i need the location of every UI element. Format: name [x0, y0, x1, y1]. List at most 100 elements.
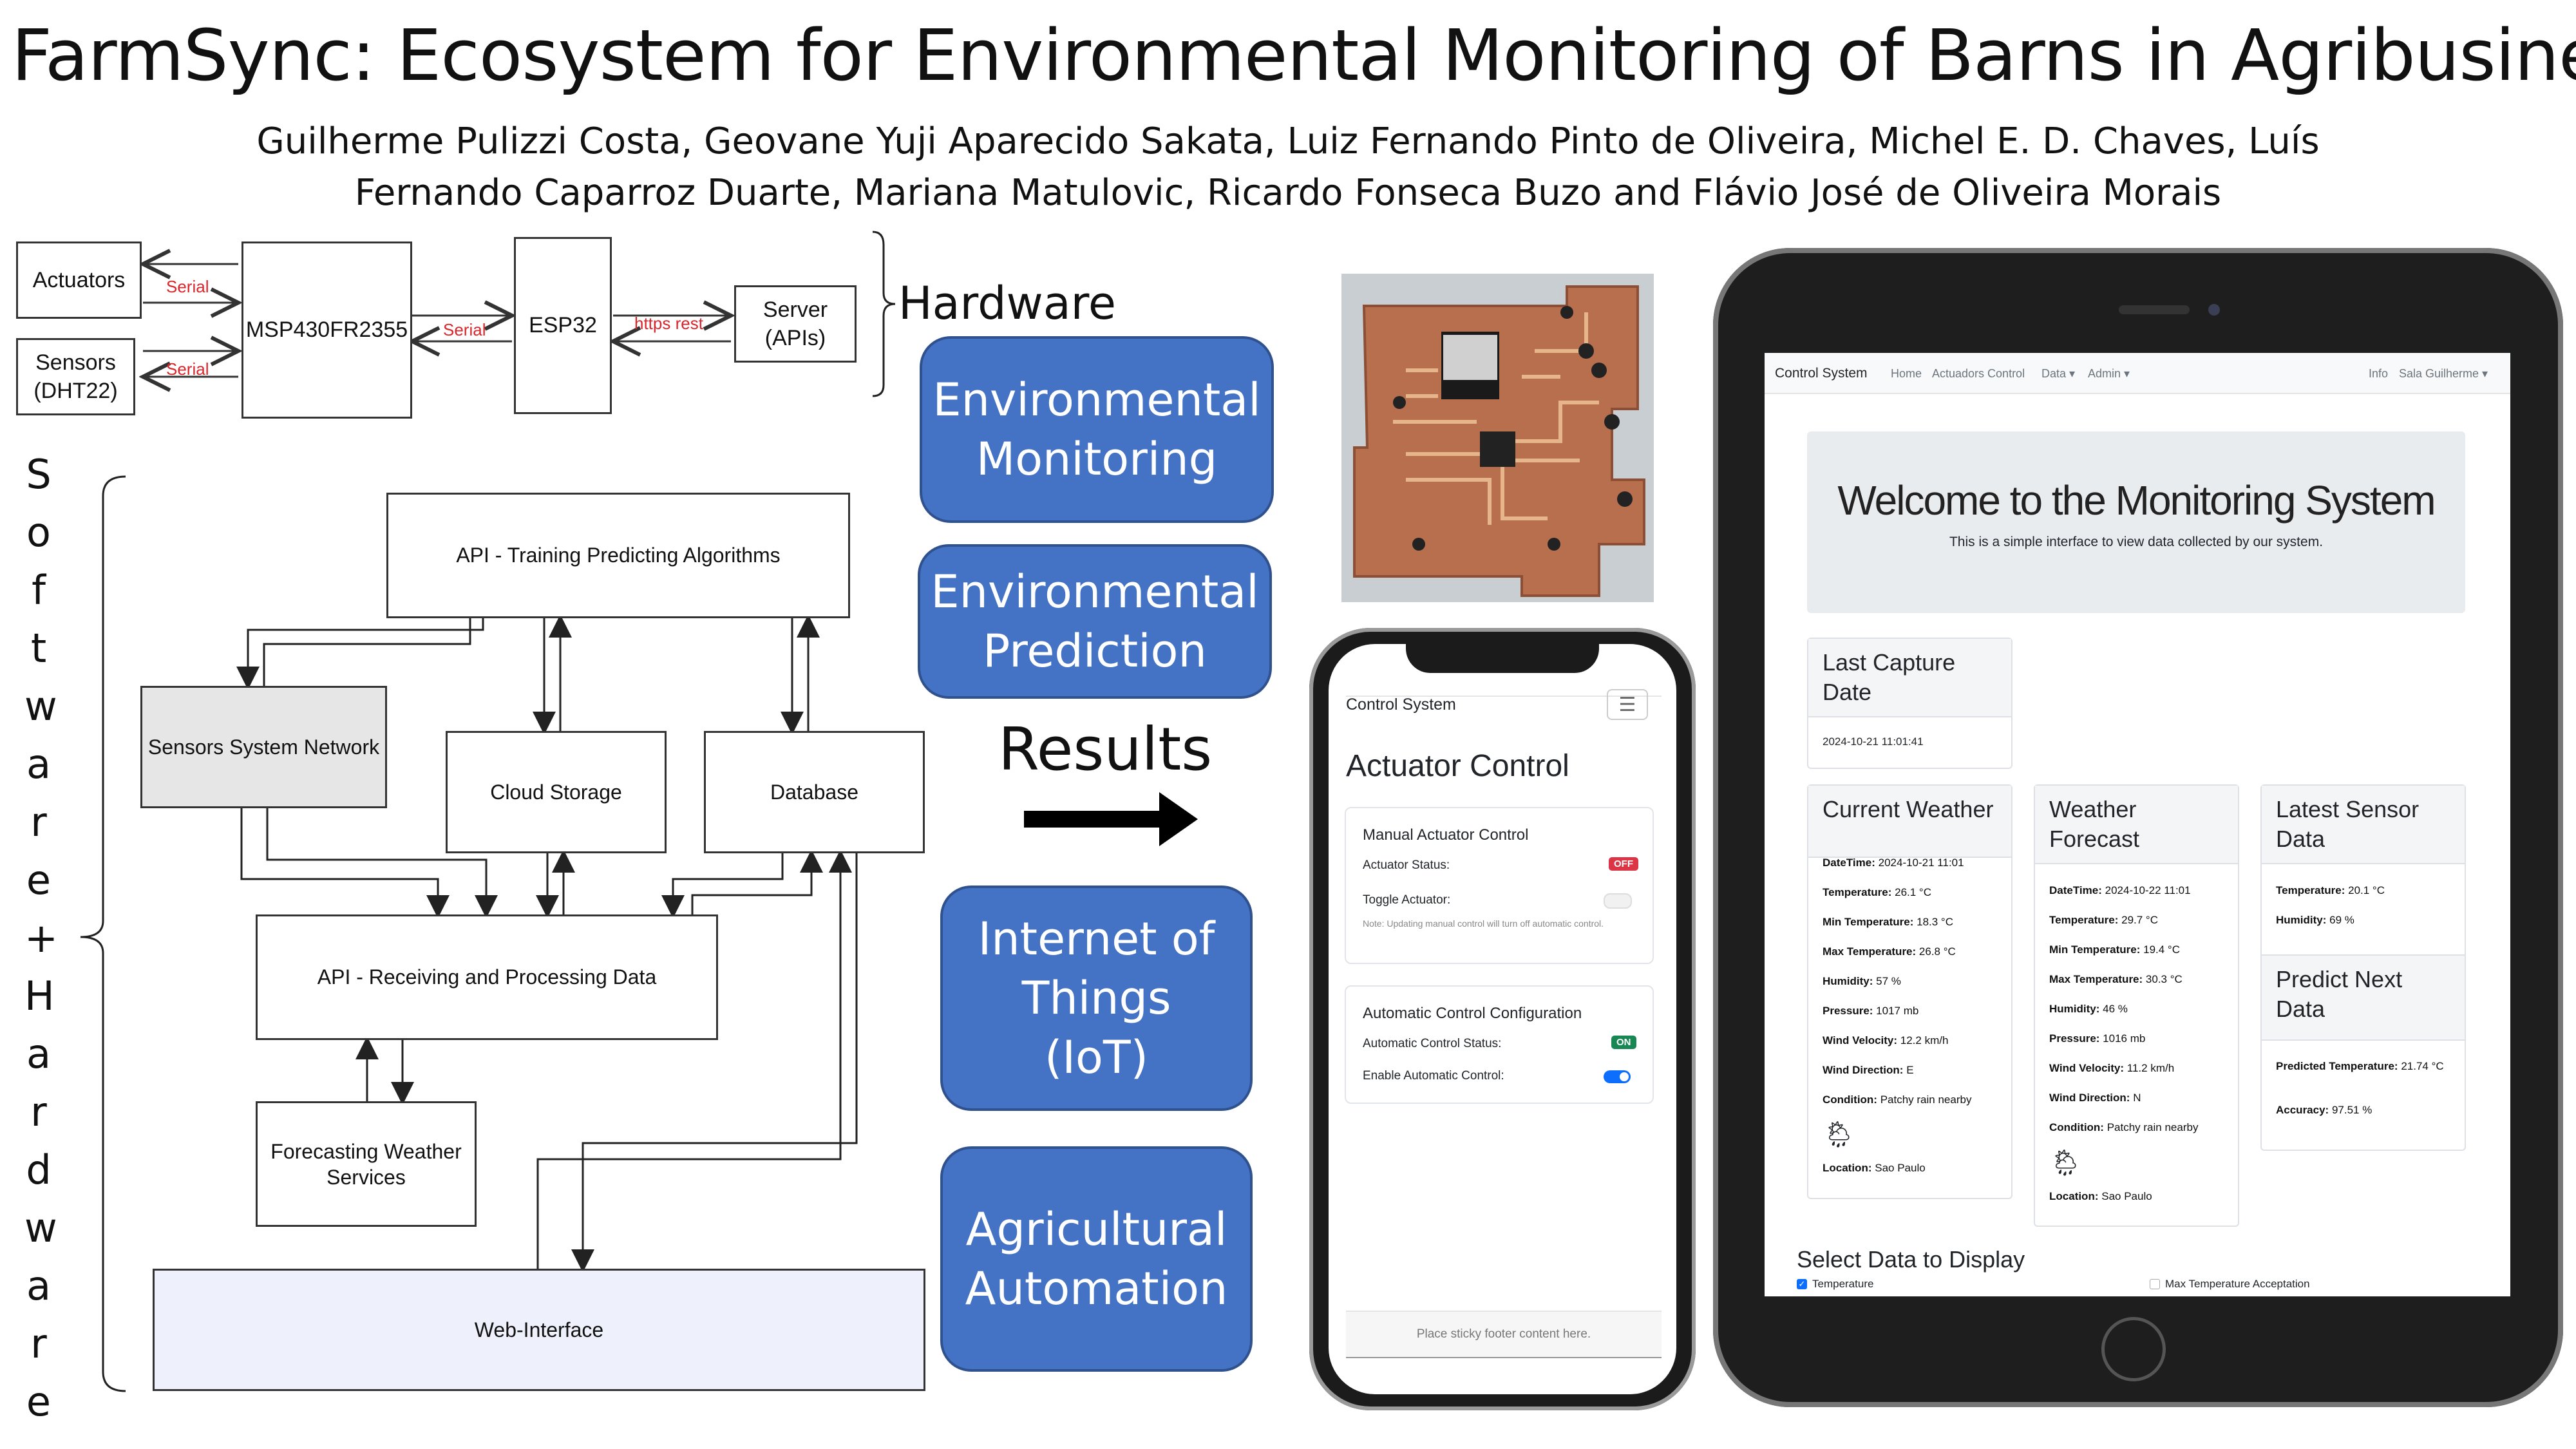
- side-letter: e: [26, 857, 52, 904]
- row-label: Temperature:: [1823, 886, 1892, 898]
- row-value: 2024-10-21 11:01: [1878, 857, 1964, 869]
- tablet-brand[interactable]: Control System: [1775, 366, 1868, 381]
- side-letter: +: [24, 914, 58, 961]
- side-letter: r: [30, 799, 47, 846]
- actuators-label: Actuators: [32, 267, 126, 292]
- auto-card-title: Automatic Control Configuration: [1363, 1005, 1582, 1022]
- training-api-box: API - Training Predicting Algorithms: [386, 493, 850, 618]
- side-letter: S: [26, 451, 52, 498]
- cloud-storage-box: Cloud Storage: [446, 731, 667, 853]
- row-value: 57 %: [1876, 975, 1901, 987]
- nav-home[interactable]: Home: [1891, 367, 1922, 380]
- row-label: Pressure:: [2049, 1032, 2100, 1045]
- server-label: Server (APIs): [762, 298, 828, 350]
- side-letter: a: [26, 741, 51, 788]
- nav-user-dropdown[interactable]: Sala Guilherme ▾: [2399, 367, 2488, 380]
- forecast-row: Pressure: 1016 mb: [2049, 1032, 2145, 1045]
- hero-subtitle: This is a simple interface to view data …: [1949, 535, 2324, 549]
- side-letter: t: [30, 625, 47, 672]
- manual-note: Note: Updating manual control will turn …: [1363, 918, 1604, 929]
- sensors-label: Sensors (DHT22): [33, 350, 118, 403]
- pill-agricultural-automation: Agricultural Automation: [940, 1146, 1253, 1372]
- predict-header: [2262, 954, 2465, 1041]
- forecasting-box: Forecasting Weather Services: [256, 1101, 477, 1227]
- pill-environmental-monitoring: Environmental Monitoring: [920, 336, 1274, 523]
- manual-card-title: Manual Actuator Control: [1363, 826, 1529, 844]
- forecast-location: Location: Sao Paulo: [2049, 1190, 2152, 1203]
- row-value: Patchy rain nearby: [1880, 1094, 1972, 1106]
- poster-title: FarmSync: Ecosystem for Environmental Mo…: [11, 14, 2576, 97]
- side-letter: f: [32, 567, 46, 614]
- enable-auto-label: Enable Automatic Control:: [1363, 1069, 1504, 1083]
- hero-jumbotron: [1807, 431, 2465, 613]
- row-value: 18.3 °C: [1917, 916, 1953, 928]
- sensors-box: Sensors (DHT22): [16, 338, 135, 415]
- row-value: Patchy rain nearby: [2107, 1121, 2199, 1133]
- web-interface-label: Web-Interface: [474, 1318, 604, 1341]
- esp32-label: ESP32: [529, 313, 597, 337]
- last-capture-card: Last Capture Date 2024-10-21 11:01:41: [1807, 638, 2012, 769]
- phone-brand[interactable]: Control System: [1346, 696, 1456, 714]
- tablet-home-button[interactable]: [2101, 1317, 2166, 1381]
- auto-status-badge: ON: [1611, 1036, 1636, 1049]
- https-rest-label: https rest: [634, 314, 703, 333]
- sensors-network-label: Sensors System Network: [147, 735, 380, 759]
- current-weather-header: [1808, 786, 2011, 858]
- row-label: Accuracy:: [2276, 1104, 2329, 1116]
- row-label: Temperature:: [2276, 884, 2345, 896]
- row-label: Max Temperature:: [1823, 945, 1917, 958]
- row-label: Condition:: [1823, 1094, 1877, 1106]
- row-label: Min Temperature:: [1823, 916, 1914, 928]
- forecast-row: Wind Direction: N: [2049, 1092, 2141, 1104]
- max-temp-checkbox[interactable]: [2150, 1279, 2160, 1289]
- side-letter: a: [26, 1262, 51, 1309]
- tablet-camera: [2208, 304, 2220, 316]
- row-value: Sao Paulo: [2101, 1190, 2152, 1202]
- nav-data-dropdown[interactable]: Data ▾: [2041, 367, 2076, 380]
- predict-title: Predict Next Data: [2276, 966, 2403, 1022]
- side-letter: w: [24, 1204, 57, 1251]
- current-row: Pressure: 1017 mb: [1823, 1005, 1918, 1018]
- pill-iot: Internet of Things (IoT): [940, 886, 1253, 1111]
- last-capture-value: 2024-10-21 11:01:41: [1823, 735, 1924, 748]
- row-label: Humidity:: [2049, 1003, 2100, 1015]
- nav-info[interactable]: Info: [2369, 367, 2389, 380]
- row-label: Min Temperature:: [2049, 943, 2141, 956]
- actuators-box: Actuators: [16, 242, 142, 319]
- current-weather-card: Current Weather DateTime: 2024-10-21 11:…: [1807, 784, 2012, 1199]
- row-label: DateTime:: [1823, 857, 1875, 869]
- row-value: 69 %: [2329, 914, 2354, 926]
- serial-label-3: Serial: [443, 320, 486, 339]
- current-row: Wind Velocity: 12.2 km/h: [1823, 1034, 1948, 1047]
- phone-notch: [1406, 641, 1599, 673]
- nav-actuadors-control[interactable]: Actuadors Control: [1932, 367, 2025, 380]
- side-letter: r: [30, 1088, 47, 1135]
- row-label: Location:: [1823, 1162, 1872, 1174]
- row-label: DateTime:: [2049, 884, 2102, 896]
- pcb-photo: [1341, 274, 1654, 602]
- toggle-actuator-switch[interactable]: [1604, 893, 1632, 909]
- esp32-box: ESP32: [514, 237, 612, 414]
- nav-admin-dropdown[interactable]: Admin ▾: [2088, 367, 2130, 380]
- row-value: 19.4 °C: [2143, 943, 2180, 956]
- enable-auto-switch[interactable]: [1604, 1070, 1631, 1083]
- toggle-actuator-label: Toggle Actuator:: [1363, 893, 1451, 907]
- row-value: 26.1 °C: [1895, 886, 1932, 898]
- row-label: Wind Velocity:: [2049, 1062, 2125, 1074]
- row-label: Wind Direction:: [2049, 1092, 2130, 1104]
- predict-row: Predicted Temperature: 21.74 °C: [2276, 1057, 2450, 1075]
- temperature-checkbox[interactable]: ✓: [1797, 1279, 1807, 1289]
- weather-forecast-card: Weather Forecast DateTime: 2024-10-22 11…: [2034, 784, 2239, 1227]
- hero-title: Welcome to the Monitoring System: [1837, 477, 2436, 524]
- phone-navbar-divider: [1346, 696, 1662, 697]
- manual-control-card: Manual Actuator Control Actuator Status:…: [1345, 807, 1654, 964]
- hamburger-menu-icon[interactable]: ☰: [1607, 689, 1648, 720]
- current-row: Condition: Patchy rain nearby: [1823, 1094, 1971, 1106]
- row-label: Predicted Temperature:: [2276, 1060, 2398, 1072]
- row-value: 46 %: [2103, 1003, 2128, 1015]
- pill-iot-label: Internet of Things (IoT): [978, 913, 1215, 1084]
- database-label: Database: [770, 780, 858, 804]
- side-letter: w: [24, 683, 57, 730]
- msp430-box: MSP430FR2355: [242, 242, 412, 419]
